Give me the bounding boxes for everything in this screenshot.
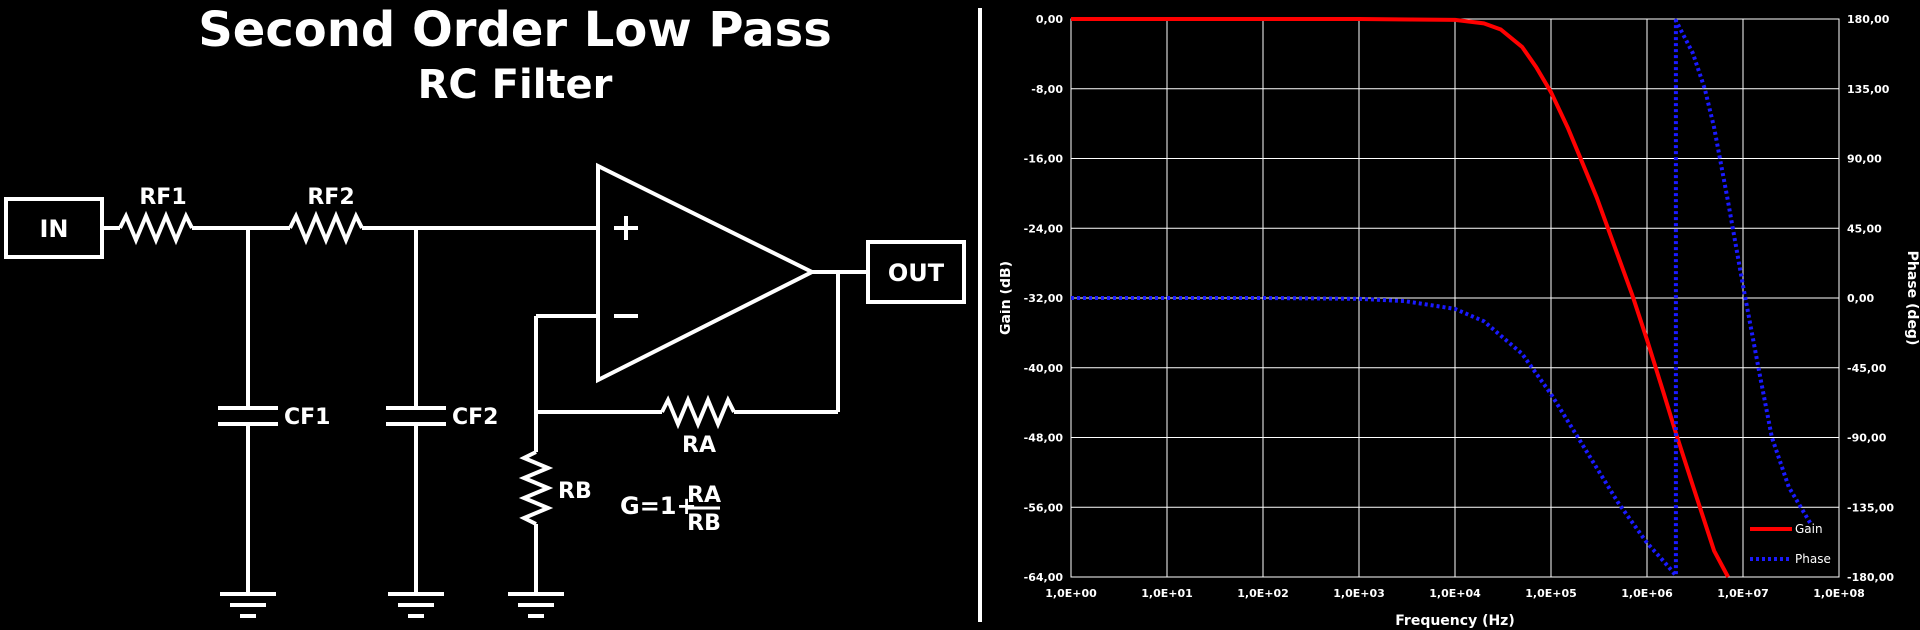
x-tick-label: 1,0E+03 [1333, 587, 1385, 600]
y-left-tick-label: -16,00 [1024, 153, 1064, 166]
y-left-tick-label: -8,00 [1031, 83, 1063, 96]
diagram-title-line2: RC Filter [417, 62, 613, 108]
y-right-tick-label: -180,00 [1847, 571, 1894, 584]
schematic: IN OUT RF1 RF2 CF1 CF2 RA RB G=1+ RA RB [4, 162, 966, 618]
x-tick-label: 1,0E+05 [1525, 587, 1577, 600]
series-lines [1071, 17, 1812, 578]
schematic-wires [4, 162, 966, 618]
y-left-tick-label: -40,00 [1024, 362, 1064, 375]
x-tick-label: 1,0E+07 [1717, 587, 1769, 600]
cf2-label: CF2 [452, 405, 498, 430]
opamp-triangle [596, 162, 817, 384]
rf1-resistor [118, 210, 194, 246]
rb-label: RB [558, 479, 592, 504]
y-right-axis-label: Phase (deg) [1904, 251, 1920, 346]
y-right-tick-label: 135,00 [1847, 83, 1890, 96]
y-left-tick-label: -32,00 [1024, 292, 1064, 305]
ra-label: RA [682, 433, 716, 458]
frequency-response-chart: 1,0E+00 1,0E+01 1,0E+02 1,0E+03 1,0E+04 1,0E+… [1000, 13, 1920, 629]
diagram-title-line1: Second Order Low Pass [198, 2, 832, 58]
y-right-tick-labels: 180,00 135,00 90,00 45,00 0,00 -45,00 -90,00 -1… [1847, 13, 1894, 584]
y-right-tick-label: -90,00 [1847, 432, 1887, 445]
rb-resistor [518, 450, 554, 526]
y-right-tick-label: 45,00 [1847, 222, 1882, 235]
x-tick-label: 1,0E+02 [1237, 587, 1289, 600]
cf1-label: CF1 [284, 405, 330, 430]
output-box [866, 240, 966, 304]
x-tick-label: 1,0E+04 [1429, 587, 1481, 600]
y-right-tick-label: 90,00 [1847, 153, 1882, 166]
input-label: IN [39, 215, 68, 243]
x-axis-label: Frequency (Hz) [1395, 613, 1514, 629]
y-left-tick-label: -24,00 [1024, 222, 1064, 235]
x-tick-label: 1,0E+01 [1141, 587, 1193, 600]
legend-phase-label: Phase [1795, 552, 1831, 566]
rf1-label: RF1 [139, 185, 186, 210]
grid [1070, 18, 1840, 578]
panel-divider [978, 8, 982, 622]
y-right-tick-label: -45,00 [1847, 362, 1887, 375]
y-left-tick-label: -48,00 [1024, 432, 1064, 445]
x-tick-label: 1,0E+00 [1045, 587, 1097, 600]
ra-resistor [660, 394, 736, 430]
opamp-symbols [614, 216, 638, 318]
legend-gain-label: Gain [1795, 522, 1823, 536]
series-line-gain [1071, 17, 1730, 578]
gain-formula-prefix: G=1+ [620, 492, 697, 520]
x-tick-labels: 1,0E+00 1,0E+01 1,0E+02 1,0E+03 1,0E+04 1,0E+… [1045, 587, 1865, 600]
gain-formula-denominator: RB [687, 511, 721, 536]
rf2-resistor [288, 210, 364, 246]
series-line-phase [1071, 18, 1812, 578]
y-right-tick-label: -135,00 [1847, 501, 1894, 514]
y-right-tick-label: 0,00 [1847, 292, 1874, 305]
y-right-tick-label: 180,00 [1847, 13, 1890, 26]
legend: Gain Phase [1750, 522, 1831, 566]
output-label: OUT [888, 259, 945, 287]
gain-formula-numerator: RA [687, 483, 721, 508]
y-left-tick-labels: 0,00 -8,00 -16,00 -24,00 -32,00 -40,00 -48,00 -… [1024, 13, 1064, 584]
y-left-tick-label: 0,00 [1036, 13, 1063, 26]
y-left-axis-label: Gain (dB) [1000, 261, 1014, 335]
rf2-label: RF2 [307, 185, 354, 210]
y-left-tick-label: -64,00 [1024, 571, 1064, 584]
x-tick-label: 1,0E+06 [1621, 587, 1673, 600]
y-left-tick-label: -56,00 [1024, 501, 1064, 514]
x-tick-label: 1,0E+08 [1813, 587, 1865, 600]
